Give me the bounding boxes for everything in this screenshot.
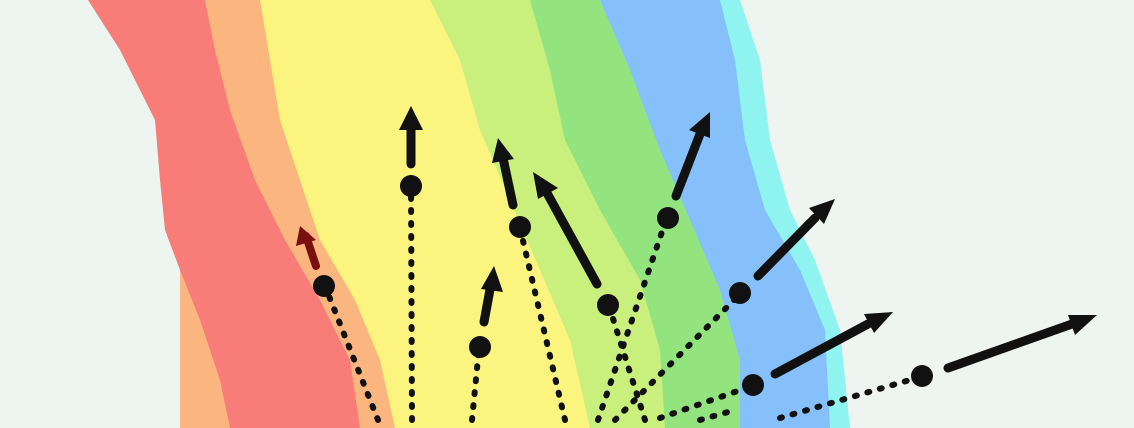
trajectory-dot <box>313 275 335 297</box>
trajectory-dot <box>400 175 422 197</box>
trajectory-6 <box>595 112 710 423</box>
arrowhead <box>533 172 558 199</box>
trajectories <box>296 106 1097 423</box>
trajectory-2 <box>399 106 423 423</box>
color-bands <box>88 0 850 428</box>
dotted-path <box>595 217 669 423</box>
trajectory-dot <box>509 216 531 238</box>
arrowhead <box>481 266 503 292</box>
arrowhead <box>1068 315 1097 335</box>
trajectory-5 <box>533 172 648 423</box>
trajectory-dot <box>911 365 933 387</box>
arrow-shaft <box>770 319 873 379</box>
arrowhead <box>399 106 423 130</box>
trajectory-1 <box>296 226 381 423</box>
red-band <box>88 0 360 428</box>
trajectory-7 <box>612 199 835 423</box>
arrowhead <box>689 112 710 138</box>
arrow-shaft <box>498 153 518 210</box>
arrowhead <box>492 138 514 163</box>
dotted-path <box>322 283 381 423</box>
arrow-shaft <box>542 188 602 289</box>
dotted-path <box>697 409 731 423</box>
trajectory-3 <box>469 266 503 423</box>
arrowhead <box>809 199 835 224</box>
dotted-path <box>612 292 742 423</box>
arrow-shaft <box>943 319 1077 373</box>
trajectory-dot <box>742 374 764 396</box>
trajectory-4 <box>492 138 568 423</box>
dotted-path <box>777 374 923 421</box>
dotted-path <box>657 383 755 421</box>
trajectory-dot <box>657 207 679 229</box>
dotted-path <box>469 345 482 423</box>
trajectory-dot <box>469 336 491 358</box>
trajectory-8 <box>657 312 893 421</box>
highlight-arrowhead <box>296 226 316 246</box>
arrow-shaft <box>753 213 820 281</box>
arrow-shaft <box>479 279 496 327</box>
trajectory-dot <box>729 282 751 304</box>
dotted-path <box>408 183 415 423</box>
trajectory-9 <box>777 315 1097 421</box>
trajectory-10 <box>697 409 731 423</box>
arrowhead <box>864 312 893 333</box>
arrow-shaft <box>671 129 705 201</box>
trajectory-dot <box>597 294 619 316</box>
